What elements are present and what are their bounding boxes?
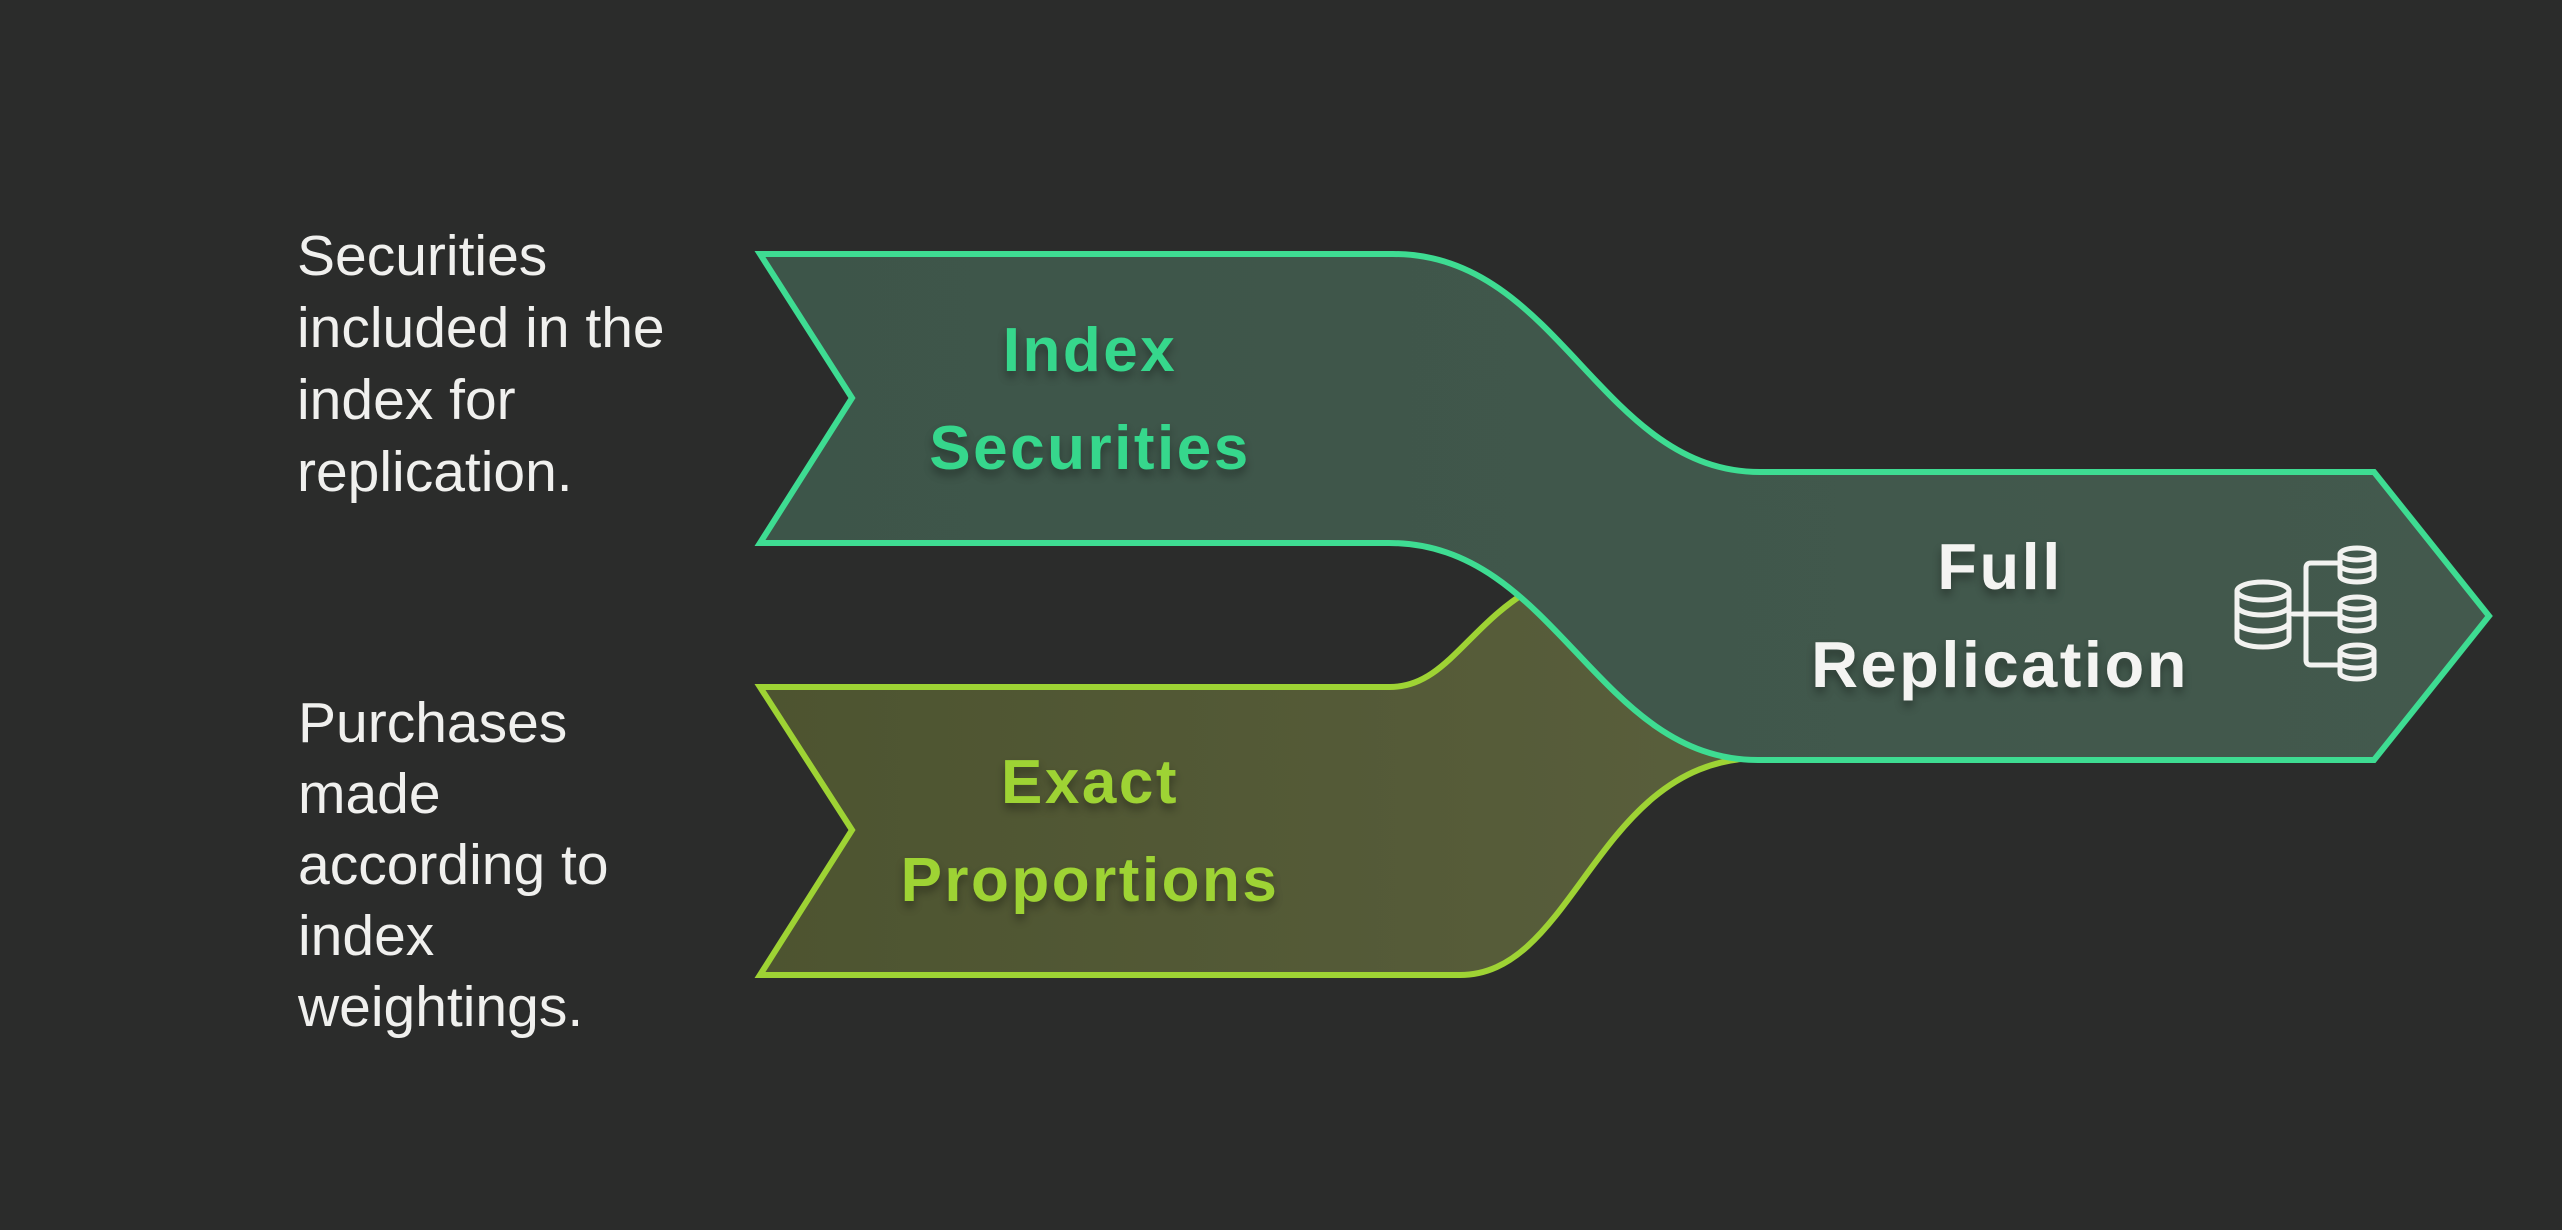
annotation-line: made bbox=[298, 762, 441, 826]
annotation-line: included in the bbox=[297, 296, 665, 360]
annotation-line: index bbox=[298, 904, 434, 968]
replica-database-cylinder bbox=[2337, 642, 2377, 682]
label-line: Securities bbox=[929, 414, 1250, 483]
label-line: Full bbox=[1937, 530, 2063, 603]
label-index-securities: Index Securities bbox=[929, 316, 1250, 483]
annotation-line: replication. bbox=[297, 440, 573, 504]
label-line: Proportions bbox=[901, 846, 1280, 915]
annotation-index-securities: Securities included in the index for rep… bbox=[297, 224, 665, 504]
database-replication-icon bbox=[2234, 545, 2377, 682]
annotation-line: Securities bbox=[297, 224, 547, 288]
source-database-cylinder bbox=[2234, 579, 2292, 650]
banner-index-securities-arrow-shape bbox=[754, 251, 2493, 763]
replica-database-cylinder bbox=[2337, 545, 2377, 585]
annotation-line: weightings. bbox=[297, 975, 583, 1039]
icon-connector-bracket bbox=[2303, 560, 2340, 668]
replica-database-cylinder bbox=[2337, 594, 2377, 634]
annotation-line: Purchases bbox=[298, 691, 567, 755]
annotation-line: index for bbox=[297, 368, 516, 432]
annotation-line: according to bbox=[298, 833, 609, 897]
label-line: Exact bbox=[1001, 748, 1179, 817]
label-exact-proportions: Exact Proportions bbox=[901, 748, 1280, 915]
label-line: Index bbox=[1003, 316, 1177, 385]
annotation-exact-proportions: Purchases made according to index weight… bbox=[297, 691, 609, 1039]
label-line: Replication bbox=[1811, 628, 2189, 701]
label-full-replication: Full Replication bbox=[1811, 530, 2189, 701]
